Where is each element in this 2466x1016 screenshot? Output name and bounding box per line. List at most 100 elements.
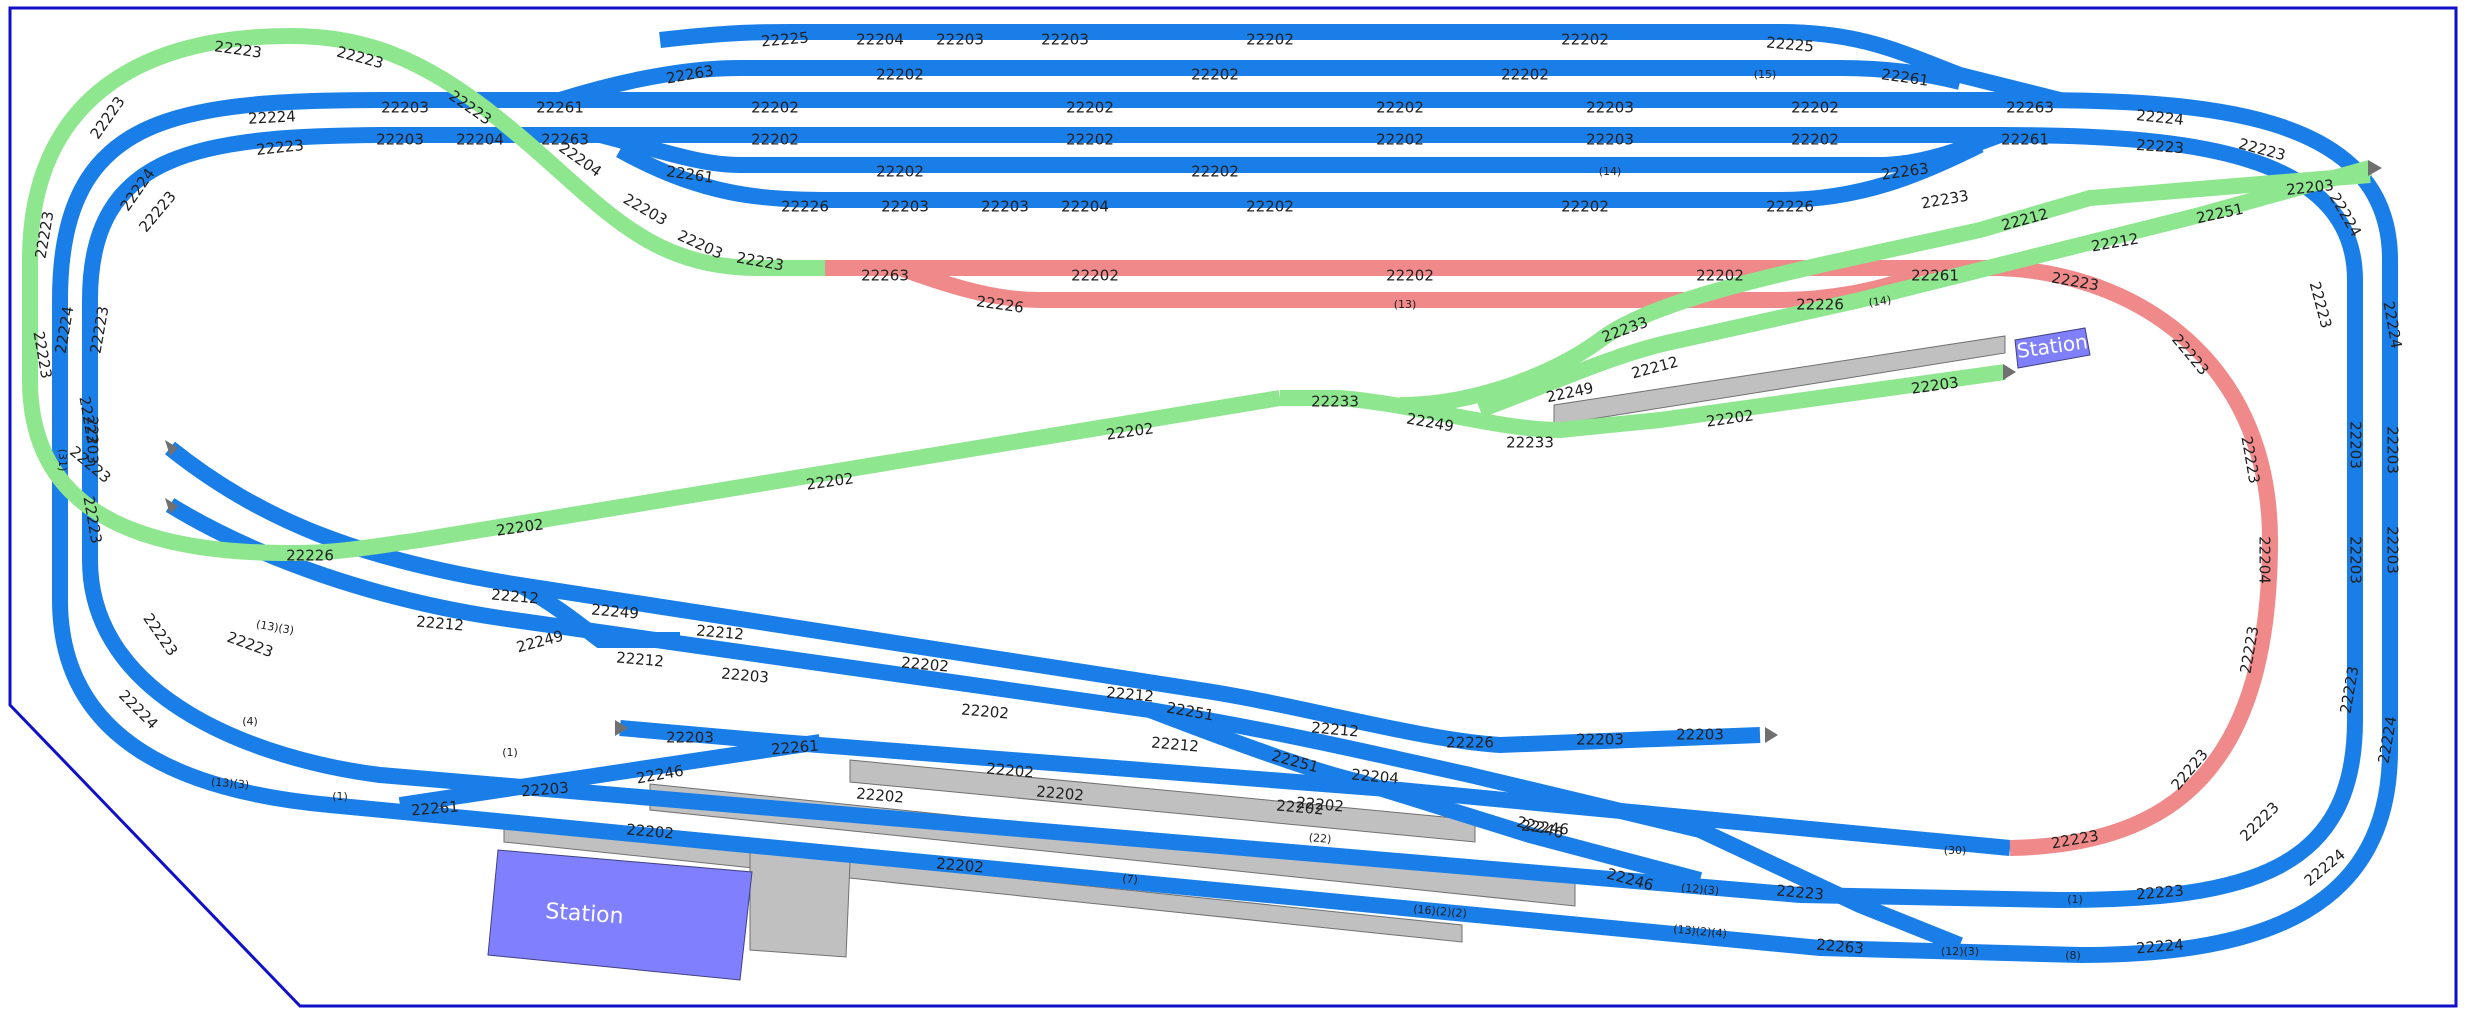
track-part-label: 22202 xyxy=(625,820,674,842)
track-part-label: 22212 xyxy=(490,585,539,607)
track-part-label: 22212 xyxy=(415,612,464,634)
track-part-label: 22203 xyxy=(1586,131,1634,149)
track-green-branch-1 xyxy=(1399,167,2371,413)
track-top-6 xyxy=(616,137,1984,208)
station-building-small xyxy=(2014,327,2091,369)
track-part-label: 22202 xyxy=(1071,267,1119,285)
track-part-label: 22203 xyxy=(1676,726,1724,744)
track-part-label: 22212 xyxy=(615,648,664,670)
track-part-label: (1) xyxy=(2067,893,2083,906)
track-green-branch-2 xyxy=(1477,160,2373,418)
track-part-label: 22212 xyxy=(1105,683,1154,705)
track-part-label: 22203 xyxy=(376,131,424,149)
track-part-label: 22202 xyxy=(1191,66,1239,84)
green-tracks xyxy=(22,27,2373,562)
track-top-2 xyxy=(557,60,1962,108)
track-part-label: 22202 xyxy=(1066,131,1114,149)
track-part-label: 22203 xyxy=(2384,426,2402,474)
station-small: Station xyxy=(2014,327,2091,369)
platform-lower-1 xyxy=(849,759,1476,843)
track-part-label: 22202 xyxy=(1376,131,1424,149)
track-part-label: 22202 xyxy=(876,66,924,84)
platform-station-access xyxy=(749,849,851,958)
buffer-stop xyxy=(2368,160,2382,176)
track-part-label: 22202 xyxy=(1191,163,1239,181)
track-part-label: (8) xyxy=(2065,949,2081,962)
platform-upper-right xyxy=(1553,335,2006,426)
track-part-label: 22204 xyxy=(1061,198,1109,216)
track-part-label: 22204 xyxy=(856,31,904,49)
track-siding-f xyxy=(398,734,822,813)
track-part-label: 22263 xyxy=(1815,935,1864,957)
track-part-label: (14) xyxy=(1599,165,1622,178)
track-part-label: 22203 xyxy=(720,664,769,686)
track-part-label: 22202 xyxy=(876,163,924,181)
track-part-label: 22202 xyxy=(1791,99,1839,117)
track-part-label: 22233 xyxy=(1506,434,1554,452)
track-part-label: (13) xyxy=(1394,298,1417,311)
buffer-stops xyxy=(165,160,2382,743)
track-part-label: 22203 xyxy=(881,198,929,216)
track-part-label: 22203 xyxy=(1576,731,1624,749)
track-part-label: 22202 xyxy=(1561,198,1609,216)
track-part-label: 22202 xyxy=(1275,796,1324,818)
track-part-label: (12)(3) xyxy=(1941,945,1979,958)
track-part-label: 22202 xyxy=(1246,31,1294,49)
buffer-stop xyxy=(165,498,178,514)
track-part-label: (7) xyxy=(1122,872,1139,886)
track-part-label: 22202 xyxy=(1501,66,1549,84)
platform-lower-3 xyxy=(503,824,1463,943)
track-part-label: 22263 xyxy=(861,267,909,285)
track-green-main xyxy=(1280,364,2007,439)
track-part-label: 22263 xyxy=(2006,99,2054,117)
buffer-stop xyxy=(165,440,178,456)
track-part-label: (1) xyxy=(502,746,518,759)
track-part-label: 22212 xyxy=(695,621,744,643)
track-part-label: 22204 xyxy=(2256,536,2274,584)
track-part-label: (15) xyxy=(1754,68,1777,81)
track-part-label: (14) xyxy=(1868,293,1892,309)
track-siding-d xyxy=(1147,702,1703,888)
track-part-label: 22212 xyxy=(1310,718,1359,740)
track-part-label: 22203 xyxy=(84,416,102,464)
track-part-label: 22203 xyxy=(1586,99,1634,117)
track-part-label: 22226 xyxy=(286,547,334,565)
track-part-label: 22261 xyxy=(1911,267,1959,285)
track-part-label: 22203 xyxy=(666,729,714,747)
track-green-top-loop xyxy=(22,27,1282,562)
track-part-label: 22225 xyxy=(1765,33,1814,55)
track-part-label: (13)(3) xyxy=(210,775,249,791)
track-part-label: 22203 xyxy=(2347,536,2365,584)
track-part-label: 22226 xyxy=(1796,296,1844,314)
track-siding-e xyxy=(516,578,680,648)
track-part-label: 22261 xyxy=(2001,131,2049,149)
track-part-label: 22224 xyxy=(2135,935,2184,957)
station-building-large xyxy=(487,849,753,981)
track-part-label: 22202 xyxy=(1035,782,1084,804)
track-part-label: 22202 xyxy=(960,700,1009,722)
track-red-curve xyxy=(1989,260,2279,856)
track-part-label: (16)(2)(2) xyxy=(1413,903,1468,921)
track-part-label: 22249 xyxy=(590,600,639,622)
track-part-label: 22261 xyxy=(770,736,819,758)
station-label: Station xyxy=(545,899,625,929)
track-part-label: 22204 xyxy=(456,131,504,149)
track-part-label: 22202 xyxy=(1561,31,1609,49)
track-part-label: 22263 xyxy=(541,131,589,149)
track-part-label: 22202 xyxy=(900,653,949,675)
track-part-label: 22224 xyxy=(2135,106,2184,129)
track-part-label: 22223 xyxy=(2135,881,2184,903)
track-part-label: 22203 xyxy=(981,198,1029,216)
track-part-label: (4) xyxy=(242,715,258,728)
track-part-label: 22202 xyxy=(855,784,904,806)
track-part-label: 22204 xyxy=(1350,765,1399,787)
track-part-label: 22203 xyxy=(936,31,984,49)
track-part-label: (22) xyxy=(1308,831,1332,846)
track-part-label: 22202 xyxy=(751,99,799,117)
station-large: Station xyxy=(487,849,753,981)
track-part-label: 22223 xyxy=(1775,881,1824,903)
buffer-stop xyxy=(2003,364,2016,380)
track-part-label: 22226 xyxy=(781,198,829,216)
track-part-label: 22246 xyxy=(1520,816,1569,838)
